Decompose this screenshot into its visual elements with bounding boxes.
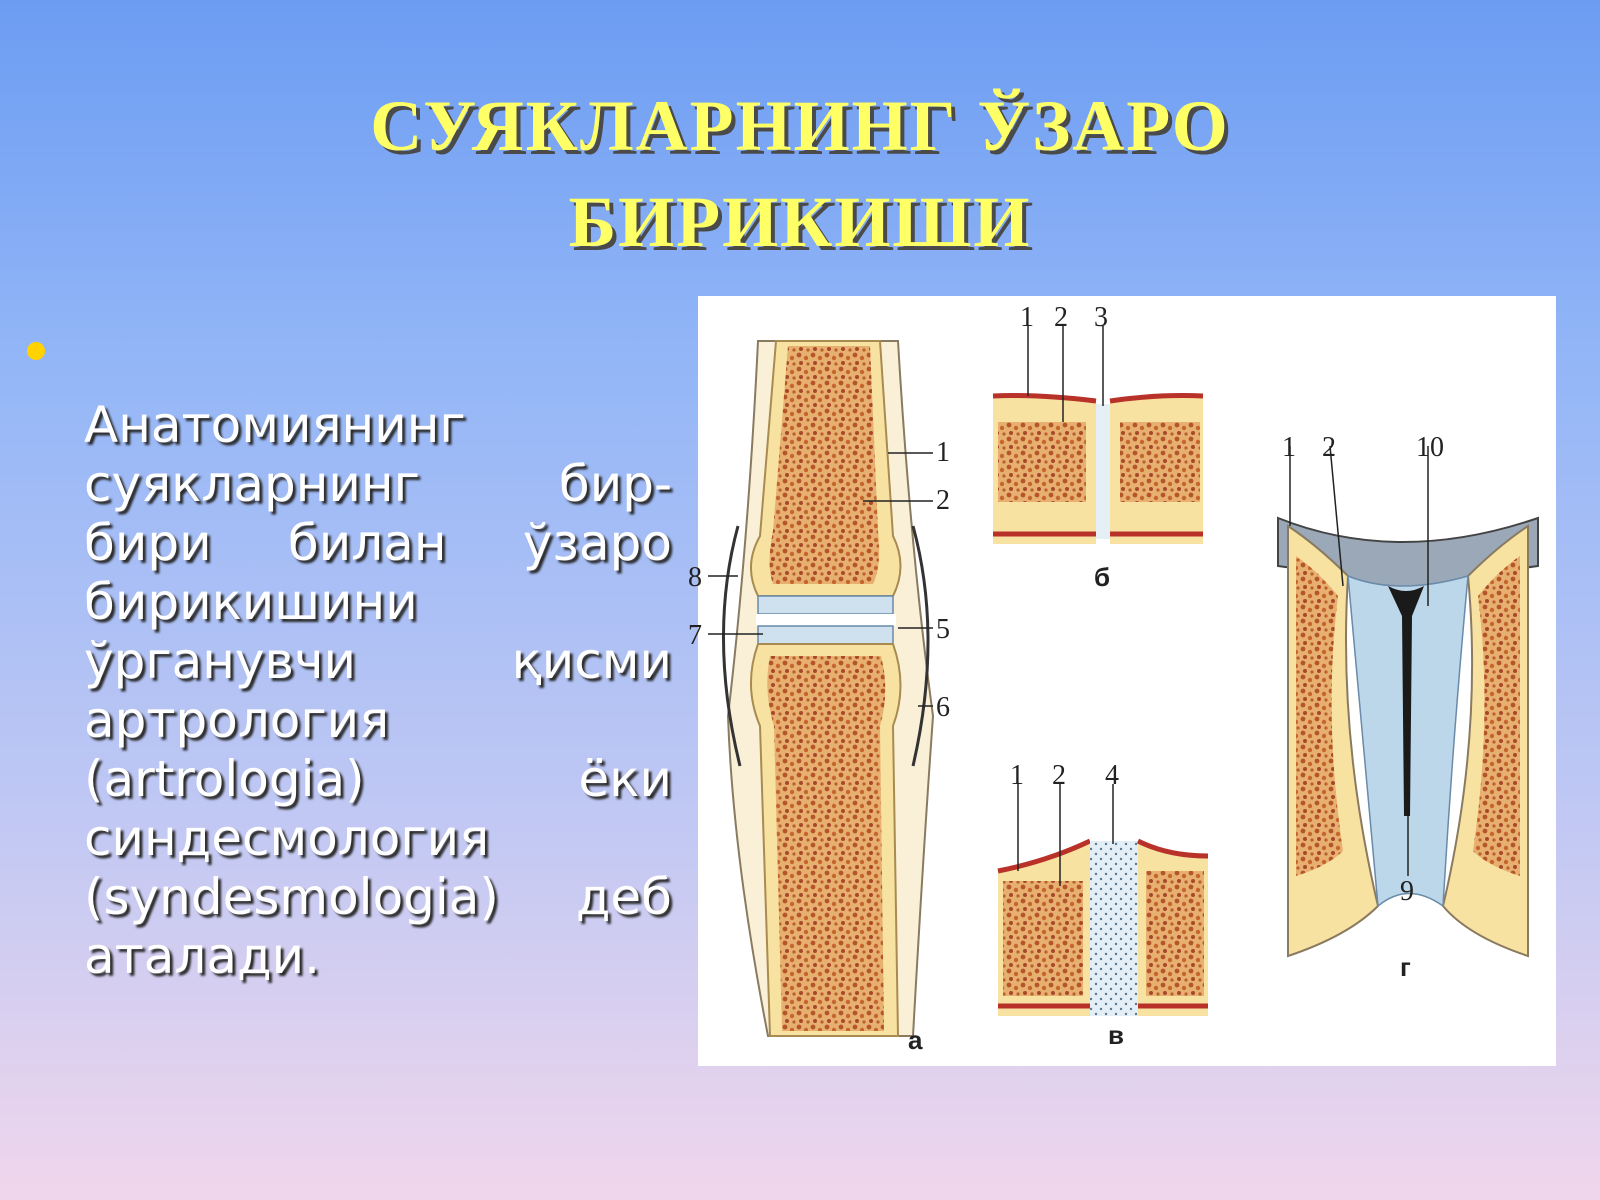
label-g-10: 10 (1416, 432, 1444, 463)
joint-diagram-svg: 1 2 8 7 5 6 а 1 2 3 б (688, 302, 1539, 1055)
caption-a: а (908, 1025, 923, 1055)
label-v-2: 2 (1052, 760, 1066, 791)
label-b-1: 1 (1020, 302, 1034, 333)
label-a-8: 8 (688, 562, 702, 593)
label-a-6: 6 (936, 692, 950, 723)
bullet-icon (27, 342, 45, 360)
joint-diagram: 1 2 8 7 5 6 а 1 2 3 б (688, 296, 1556, 1066)
label-a-1: 1 (936, 437, 950, 468)
label-g-1: 1 (1282, 432, 1296, 463)
slide-title: СУЯКЛАРНИНГ ЎЗАРО БИРИКИШИ (0, 78, 1600, 270)
label-v-4: 4 (1105, 760, 1119, 791)
label-a-7: 7 (688, 620, 702, 651)
label-v-1: 1 (1010, 760, 1024, 791)
label-g-2: 2 (1322, 432, 1336, 463)
body-text: Анатомиянинг суякларнинг бир-бири билан … (84, 396, 672, 985)
panel-a-synovial-joint: 1 2 8 7 5 6 а (688, 340, 950, 1055)
panel-b-suture: 1 2 3 б (992, 302, 1204, 592)
panel-v-synchondrosis: 1 2 4 в (997, 760, 1209, 1050)
label-a-2: 2 (936, 485, 950, 516)
title-line-2: БИРИКИШИ (568, 182, 1032, 262)
label-b-3: 3 (1094, 302, 1108, 333)
panel-g-symphysis: 1 2 10 9 г (1277, 432, 1539, 982)
label-g-9: 9 (1400, 876, 1414, 907)
caption-v: в (1108, 1020, 1124, 1050)
label-b-2: 2 (1054, 302, 1068, 333)
label-a-5: 5 (936, 614, 950, 645)
title-line-1: СУЯКЛАРНИНГ ЎЗАРО (370, 86, 1230, 166)
caption-g: г (1400, 952, 1411, 982)
caption-b: б (1094, 562, 1110, 592)
